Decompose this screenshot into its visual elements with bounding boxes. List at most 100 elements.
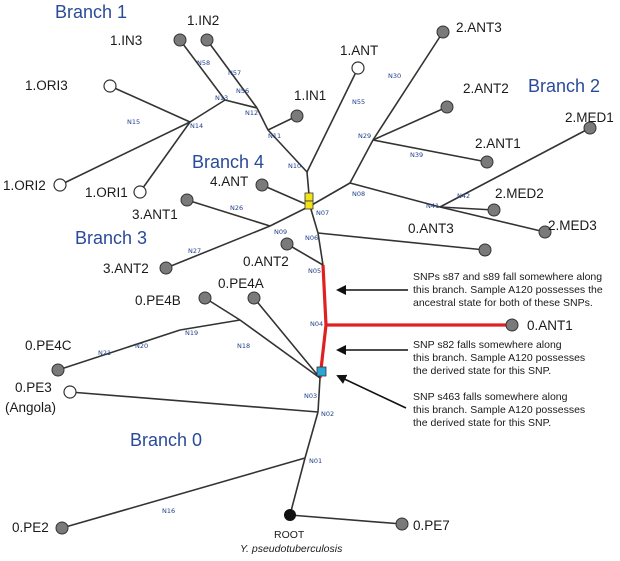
node-label-n20: N20 [135, 342, 148, 350]
node-labels: N58 N57 N56 N13 N12 N15 N14 N11 N55 N10 … [98, 59, 470, 515]
tip-label-ant01: 0.ANT1 [527, 318, 573, 333]
edge-n04-n05-highlight [321, 264, 328, 326]
tip-dot-ant03 [478, 243, 492, 257]
tip-dot-pe7 [395, 517, 409, 531]
edge-n07-ant4 [261, 184, 311, 207]
tip-dot-med1 [583, 121, 597, 135]
node-label-n26: N26 [230, 204, 243, 212]
annotation-notes: SNPs s87 and s89 fall somewhere along th… [413, 271, 603, 429]
tip-label-ori1: 1.ORI1 [85, 185, 128, 200]
node-label-n15: N15 [127, 118, 140, 126]
edge-n18-pe4b [204, 297, 241, 321]
note-1-line-3: ancestral state for both of these SNPs. [413, 297, 593, 309]
yellow-snp-marker-lower [304, 200, 314, 210]
branch-2-label: Branch 2 [528, 76, 600, 96]
edge-n07-n08 [309, 182, 351, 207]
note-1-line-2: this branch. Sample A120 possesses the [413, 284, 603, 296]
tip-dot-ant2a [440, 100, 454, 114]
node-label-n58: N58 [197, 59, 210, 67]
edge-n14-ori3 [109, 85, 191, 123]
root-dot [284, 509, 296, 521]
tip-label-pe3-angola: (Angola) [5, 400, 56, 415]
tip-dot-ant31 [180, 193, 194, 207]
edge-n29-n39-ant1a [372, 139, 488, 163]
edge-n18-n19 [179, 319, 241, 331]
tip-label-med3: 2.MED3 [548, 218, 597, 233]
tip-label-pe3: 0.PE3 [15, 380, 52, 395]
note-3-line-2: this branch. Sample A120 possesses [413, 404, 585, 416]
branch-labels: Branch 1 Branch 2 Branch 4 Branch 3 Bran… [55, 2, 600, 450]
note-3-line-3: the derived state for this SNP. [413, 417, 551, 429]
tip-label-in1: 1.IN1 [294, 88, 326, 103]
edge-n05-n06 [317, 232, 324, 266]
node-label-n13: N13 [215, 94, 228, 102]
tip-label-pe4c: 0.PE4C [25, 338, 72, 353]
tip-dot-ant1b [351, 61, 365, 75]
edge-root-n01 [289, 457, 306, 516]
node-label-n55: N55 [352, 98, 365, 106]
edge-n03-pe4a [253, 297, 321, 379]
node-label-n16: N16 [162, 507, 175, 515]
edge-n14-ori1 [139, 121, 191, 193]
tip-dot-in1 [290, 109, 304, 123]
edge-n19-n20-n21-pe4c [57, 329, 181, 371]
tip-label-ant02: 0.ANT2 [243, 254, 289, 269]
edge-n11-n12 [256, 107, 269, 131]
node-label-n11: N11 [268, 132, 281, 140]
tip-dot-in2 [200, 33, 214, 47]
tip-labels: 1.IN2 1.IN3 1.ORI3 1.ORI2 1.ORI1 1.ANT 1… [3, 13, 614, 555]
tip-label-ant3a: 2.ANT3 [456, 20, 502, 35]
edge-n06-n07 [309, 205, 319, 234]
edge-n14-n15-ori2 [59, 121, 191, 186]
tip-dot-in3 [173, 33, 187, 47]
edge-n08-n41 [349, 182, 441, 208]
edge-n02-pe3 [69, 391, 319, 413]
note-1-line-1: SNPs s87 and s89 fall somewhere along [413, 271, 602, 283]
edge-n13-n14 [189, 99, 226, 123]
node-label-n12: N12 [245, 109, 258, 117]
tip-label-pe4b: 0.PE4B [135, 293, 181, 308]
tip-label-pe4a: 0.PE4A [218, 276, 264, 291]
node-label-n57: N57 [228, 69, 241, 77]
tip-label-ant1a: 2.ANT1 [475, 136, 521, 151]
tip-label-in2: 1.IN2 [187, 13, 219, 28]
note-2-line-2: this branch. Sample A120 possesses [413, 352, 585, 364]
node-label-n03: N03 [304, 392, 317, 400]
tip-label-in3: 1.IN3 [110, 33, 142, 48]
branch-4-label: Branch 4 [192, 152, 264, 172]
edge-n41-n42-med1 [439, 127, 591, 208]
tip-label-ant4: 4.ANT [210, 174, 248, 189]
node-label-n30: N30 [388, 72, 401, 80]
edge-n07-n09 [269, 205, 311, 227]
node-label-n41: N41 [426, 202, 439, 210]
edge-n29-n30-ant3a [372, 31, 444, 141]
edge-n01-n02 [304, 411, 319, 459]
edge-root-pe7 [289, 514, 403, 525]
node-label-n08: N08 [352, 190, 365, 198]
edge-n03-n18 [239, 319, 321, 379]
tip-label-pe2: 0.PE2 [12, 520, 49, 535]
branch-0-label: Branch 0 [130, 430, 202, 450]
yellow-snp-marker-upper [304, 192, 314, 202]
tip-dot-med2 [487, 203, 501, 217]
node-label-n42: N42 [457, 192, 470, 200]
tip-label-ant2a: 2.ANT2 [463, 81, 509, 96]
tip-dot-pe4c [51, 363, 65, 377]
note-2-line-3: the derived state for this SNP. [413, 365, 551, 377]
node-label-n07: N07 [316, 209, 329, 217]
edge-n01-pe2 [61, 457, 306, 529]
tip-dot-ant1a [480, 155, 494, 169]
tip-dot-med3 [538, 225, 552, 239]
tip-label-ant31: 3.ANT1 [132, 207, 178, 222]
tree-edges [57, 31, 591, 529]
tip-label-ant03: 0.ANT3 [408, 221, 454, 236]
tip-dot-ant4 [255, 178, 269, 192]
root-species-label: Y. pseudotuberculosis [240, 543, 343, 555]
tip-dot-ant02 [280, 237, 294, 251]
edge-n10-n11 [267, 129, 308, 173]
node-label-n19: N19 [185, 329, 198, 337]
edge-n41-med2 [439, 206, 495, 211]
branch-1-label: Branch 1 [55, 2, 127, 22]
